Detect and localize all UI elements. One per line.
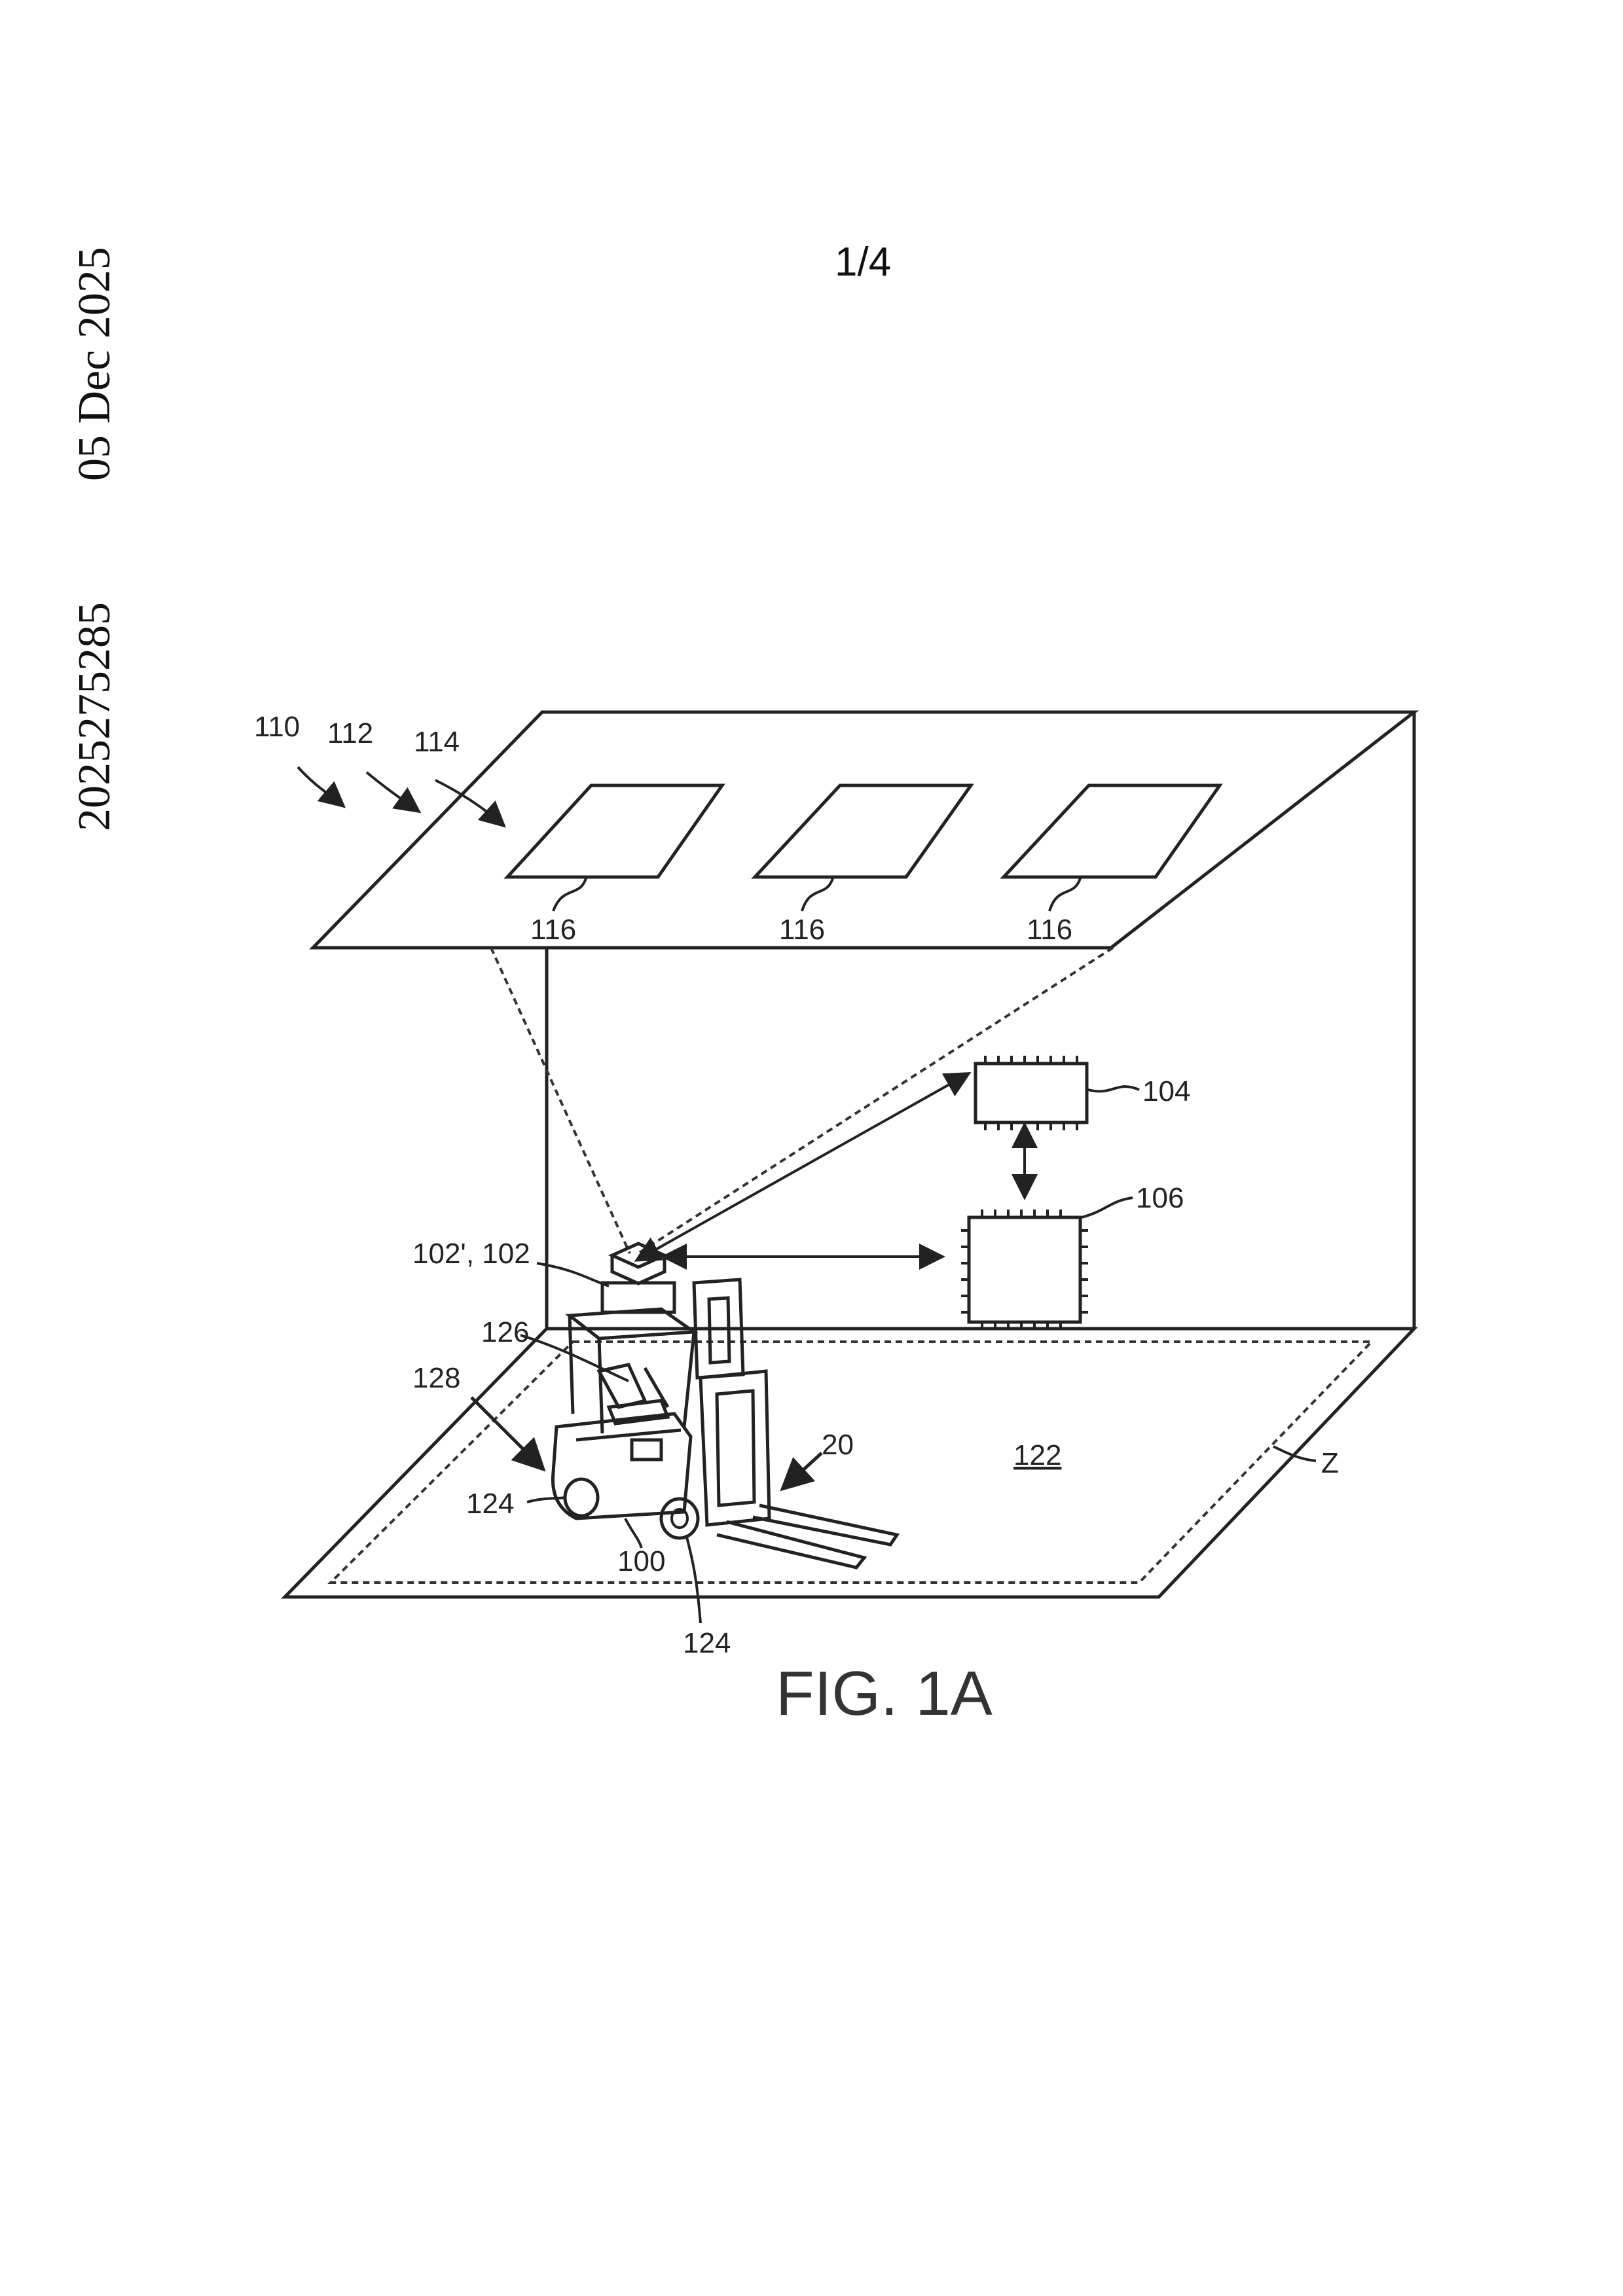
fork — [717, 1522, 864, 1568]
wheel-124 — [661, 1499, 698, 1538]
ref-110: 110 — [254, 711, 300, 743]
ref-128: 128 — [412, 1362, 460, 1394]
leader-124 — [527, 1498, 566, 1502]
processor-104 — [976, 1064, 1087, 1122]
wheel-124 — [565, 1479, 598, 1516]
zone-z-boundary — [331, 1342, 1372, 1583]
ref-124: 124 — [466, 1488, 514, 1520]
ceiling-plane — [313, 712, 1414, 948]
ceiling-fixture — [1004, 785, 1220, 877]
ref-z: Z — [1321, 1447, 1339, 1479]
ref-102: 102', 102 — [412, 1238, 530, 1270]
ref-124: 124 — [683, 1627, 731, 1659]
leader-104 — [1088, 1086, 1139, 1091]
ref-122: 122 — [1013, 1439, 1061, 1471]
fork — [753, 1505, 897, 1545]
ref-106: 106 — [1136, 1182, 1184, 1214]
ref-116: 116 — [1027, 914, 1072, 946]
mast-carriage — [717, 1391, 754, 1505]
sensor-top — [612, 1244, 665, 1267]
processor-106-pins — [961, 1210, 1088, 1330]
ref-104: 104 — [1142, 1075, 1190, 1107]
arrow-20 — [782, 1453, 822, 1489]
arrow-128 — [471, 1397, 543, 1469]
body-light — [632, 1440, 661, 1460]
arrow-110 — [298, 767, 344, 806]
processor-104-pins — [985, 1056, 1077, 1130]
ceiling-fixture — [507, 785, 722, 877]
processor-106 — [969, 1217, 1080, 1322]
figure-caption: FIG. 1A — [776, 1659, 993, 1729]
sensor-sight-line — [491, 948, 630, 1253]
arrow-112 — [367, 772, 419, 812]
leader-116 — [802, 878, 833, 911]
sensor-mount — [602, 1283, 674, 1312]
leader-116 — [1049, 878, 1080, 911]
ref-100: 100 — [617, 1545, 665, 1577]
body-edge — [576, 1430, 681, 1440]
ref-126: 126 — [481, 1316, 529, 1348]
sensor-sight-line — [638, 948, 1113, 1253]
leader-124 — [686, 1535, 701, 1623]
ref-116: 116 — [779, 914, 825, 946]
ref-20: 20 — [822, 1429, 854, 1461]
leader-100 — [625, 1518, 642, 1548]
link-sensor-104 — [655, 1073, 969, 1250]
leader-116 — [553, 878, 586, 911]
mast-lower — [701, 1371, 769, 1525]
guard-post — [599, 1338, 602, 1433]
ceiling-fixture — [755, 785, 971, 877]
ref-114: 114 — [414, 726, 460, 758]
guard-post — [684, 1332, 694, 1427]
ref-116: 116 — [530, 914, 576, 946]
ref-112: 112 — [327, 717, 373, 749]
leader-106 — [1082, 1198, 1133, 1217]
forklift-100 — [553, 1244, 897, 1568]
